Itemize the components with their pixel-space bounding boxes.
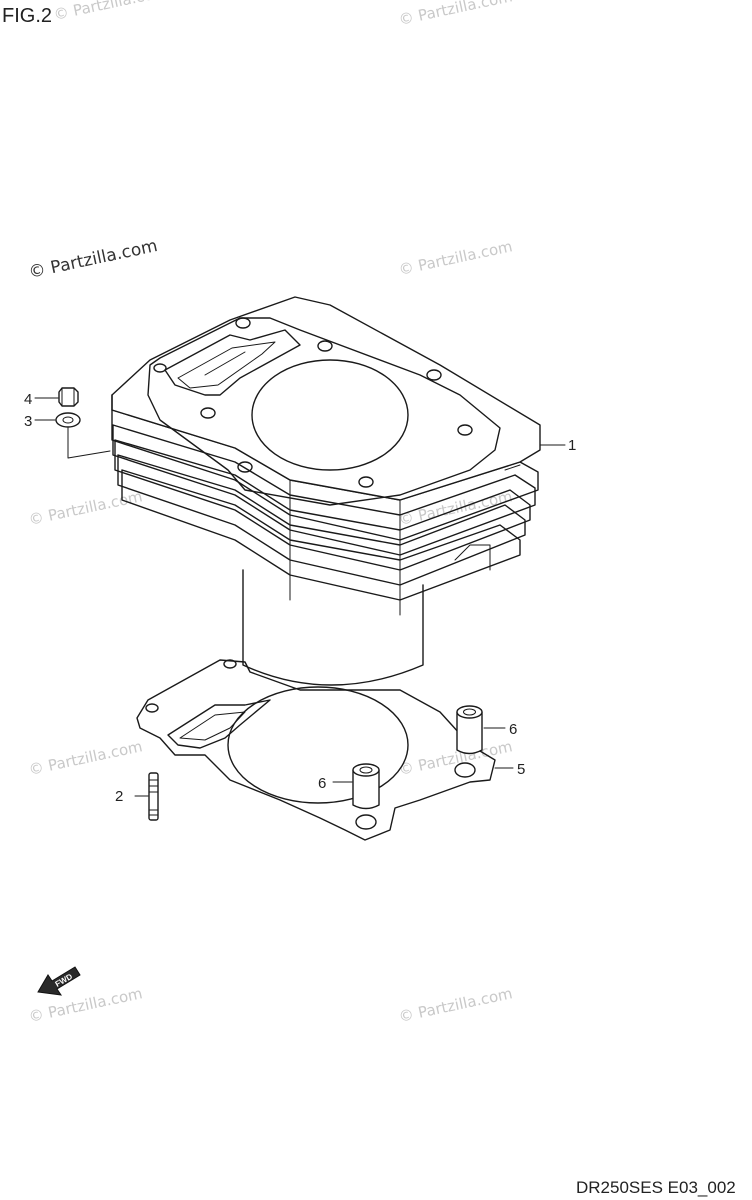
- cam-chain-tunnel-inner: [177, 341, 276, 389]
- arrow-left-down-icon: [37, 966, 81, 996]
- gasket-hole: [145, 703, 159, 713]
- dowel-pin: [456, 711, 483, 755]
- cylinder-sleeve: [242, 569, 424, 686]
- cooling-fin: [121, 469, 521, 601]
- dowel-pin-top: [352, 763, 380, 777]
- gasket-bore: [227, 686, 409, 804]
- watermark: © Partzilla.com: [27, 737, 144, 779]
- stud-hole: [358, 476, 374, 488]
- leader-lines: [34, 397, 566, 797]
- fwd-marker: FWD: [37, 966, 81, 996]
- stud-bolt: [148, 772, 159, 821]
- watermark: © Partzilla.com: [397, 237, 514, 279]
- dowel-pin-part: [352, 705, 483, 810]
- stud-bolt-part: [148, 772, 159, 821]
- gasket-hole: [454, 762, 476, 778]
- stud-hole: [200, 407, 216, 419]
- base-gasket-part: [136, 659, 496, 841]
- stud-thread: [148, 779, 159, 816]
- gasket-slot-inner: [179, 711, 246, 741]
- callout-label-6: 6: [509, 721, 517, 738]
- watermark-featured: © Partzilla.com: [27, 236, 159, 283]
- callout-label-6: 6: [318, 775, 326, 792]
- callout-label-2: 2: [115, 788, 123, 805]
- cylinder-part: [111, 296, 541, 686]
- figure-code: DR250SES E03_002: [576, 1178, 736, 1197]
- gasket-slot: [167, 699, 271, 749]
- dowel-pin-bore: [463, 708, 476, 716]
- stud-hole: [235, 317, 251, 329]
- stud-hole: [317, 340, 333, 352]
- callout-label-5: 5: [517, 761, 525, 778]
- dowel-pin-top: [456, 705, 483, 719]
- callout-label-3: 3: [24, 413, 32, 430]
- dowel-pin-bore: [359, 766, 373, 774]
- gasket-hole: [355, 814, 377, 830]
- nut-face: [61, 387, 75, 407]
- nut-washer-part: [55, 387, 111, 459]
- washer-hole: [62, 416, 74, 424]
- callouts: 1 2 3 4 5 6 6: [24, 391, 576, 805]
- stud-hole: [457, 424, 473, 436]
- cylinder-bore: [251, 359, 409, 471]
- stud-hole: [237, 461, 253, 473]
- watermark: © Partzilla.com: [397, 984, 514, 1026]
- callout-label-1: 1: [568, 437, 576, 454]
- watermark: © Partzilla.com: [397, 0, 514, 29]
- watermark: © Partzilla.com: [27, 487, 144, 529]
- stud-hole: [153, 363, 167, 373]
- head-surface: [147, 317, 501, 506]
- figure-title: FIG.2: [2, 5, 52, 27]
- cooling-fin: [117, 454, 526, 586]
- gasket-hole: [223, 659, 237, 669]
- stud-hole: [426, 369, 442, 381]
- washer: [55, 412, 81, 428]
- fin-detail: [504, 464, 521, 471]
- callout-label-4: 4: [24, 391, 32, 408]
- nut-washer-bracket: [67, 427, 111, 459]
- cam-chain-tunnel: [164, 329, 301, 396]
- base-gasket-outline: [136, 659, 496, 841]
- fin-detail: [454, 544, 491, 571]
- nut: [58, 387, 79, 407]
- cam-chain-tunnel-inner: [204, 351, 246, 376]
- cooling-fin: [112, 424, 536, 556]
- watermark: © Partzilla.com: [52, 0, 169, 24]
- cooling-fin: [114, 439, 531, 571]
- dowel-pin: [352, 769, 380, 810]
